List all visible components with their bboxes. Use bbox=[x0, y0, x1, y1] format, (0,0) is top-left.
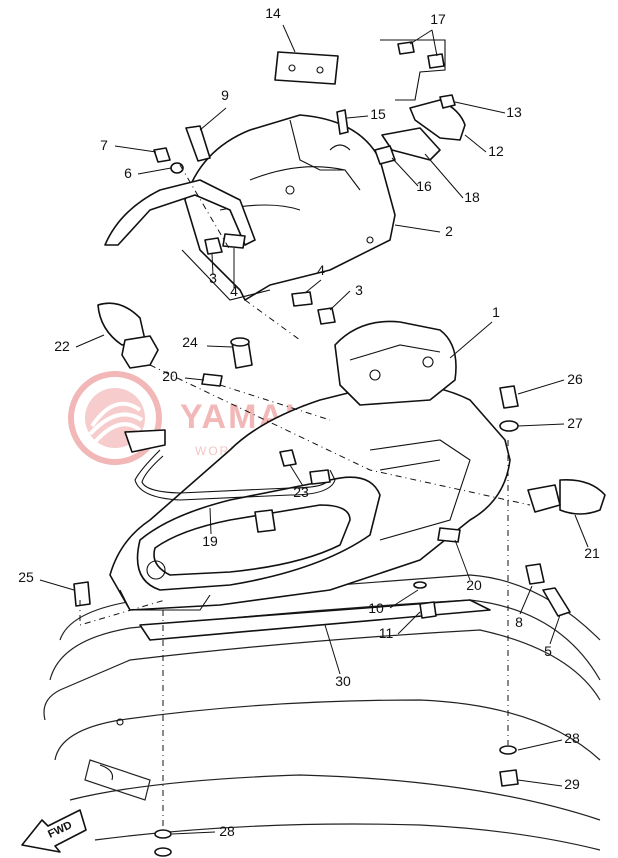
part-26-bolt bbox=[499, 385, 519, 409]
part-15-bolt bbox=[336, 109, 349, 135]
part-21-mirror-right bbox=[527, 478, 606, 515]
part-19-grab-bar bbox=[124, 429, 336, 533]
part-16-latch bbox=[374, 145, 396, 165]
callout-c25: 25 bbox=[18, 569, 34, 585]
part-3-nut-right bbox=[317, 307, 336, 325]
callout-c26: 26 bbox=[567, 371, 583, 387]
callout-c28a: 28 bbox=[564, 730, 580, 746]
callout-c4a: 4 bbox=[230, 283, 238, 299]
part-28-washer-left bbox=[154, 829, 172, 857]
callout-c21: 21 bbox=[584, 545, 600, 561]
part-24-grommet bbox=[230, 337, 253, 369]
part-4-bolt-right bbox=[291, 291, 313, 307]
part-29-nut bbox=[499, 769, 519, 787]
part-5-bolt bbox=[542, 587, 571, 617]
callout-c6: 6 bbox=[124, 165, 132, 181]
hull-outline bbox=[43, 574, 601, 851]
callout-c20b: 20 bbox=[466, 577, 482, 593]
hood-bracket-frame bbox=[104, 179, 256, 246]
part-14-bracket bbox=[274, 51, 339, 85]
callout-c23: 23 bbox=[293, 484, 309, 500]
part-9-bolt bbox=[185, 125, 211, 162]
callout-c7: 7 bbox=[100, 137, 108, 153]
callout-c27: 27 bbox=[567, 415, 583, 431]
callout-c28b: 28 bbox=[219, 823, 235, 839]
part-23-bolt bbox=[279, 449, 331, 485]
part-7-nut bbox=[153, 147, 171, 163]
alignment-lines bbox=[79, 164, 531, 830]
callout-c30: 30 bbox=[335, 673, 351, 689]
callout-c2: 2 bbox=[445, 223, 453, 239]
part-4-bolt-left bbox=[222, 233, 246, 249]
part-25-bolt bbox=[73, 581, 91, 607]
callout-c11: 11 bbox=[379, 625, 394, 641]
callout-c13: 13 bbox=[506, 104, 522, 120]
callout-c1: 1 bbox=[492, 304, 500, 320]
callout-c29: 29 bbox=[564, 776, 580, 792]
callout-c3a: 3 bbox=[209, 270, 217, 286]
part-20-bolt-left bbox=[201, 373, 223, 387]
part-1-deck-body bbox=[109, 320, 511, 611]
callout-c24: 24 bbox=[182, 334, 198, 350]
callout-c19: 19 bbox=[202, 533, 218, 549]
part-20-bolt-right bbox=[437, 527, 461, 543]
callout-c5: 5 bbox=[544, 643, 552, 659]
callout-c16: 16 bbox=[416, 178, 432, 194]
part-10-washer bbox=[413, 581, 427, 589]
callout-c10: 10 bbox=[368, 600, 384, 616]
part-28-washer-right bbox=[499, 745, 517, 755]
part-11-nut bbox=[419, 601, 437, 619]
callout-c17: 17 bbox=[430, 11, 446, 27]
callout-c15: 15 bbox=[370, 106, 386, 122]
part-13-nut bbox=[439, 94, 456, 109]
callout-c4b: 4 bbox=[317, 262, 325, 278]
part-30-rub-rail bbox=[139, 599, 491, 641]
fwd-direction-marker: FWD bbox=[21, 809, 87, 853]
callout-c3b: 3 bbox=[355, 282, 363, 298]
part-2-hood bbox=[184, 114, 396, 301]
callout-c9: 9 bbox=[221, 87, 229, 103]
callout-c20a: 20 bbox=[162, 368, 178, 384]
callout-c14: 14 bbox=[265, 5, 281, 21]
leader-lines bbox=[39, 24, 589, 835]
callout-c22: 22 bbox=[54, 338, 70, 354]
part-3-nut-left bbox=[204, 237, 223, 255]
callout-c12: 12 bbox=[488, 143, 504, 159]
callout-c18: 18 bbox=[464, 189, 480, 205]
part-27-washer bbox=[499, 420, 519, 432]
callout-c8: 8 bbox=[515, 614, 523, 630]
watermark-logo-icon bbox=[68, 371, 162, 465]
part-8-collar bbox=[525, 563, 545, 585]
part-22-mirror-left bbox=[97, 302, 159, 369]
